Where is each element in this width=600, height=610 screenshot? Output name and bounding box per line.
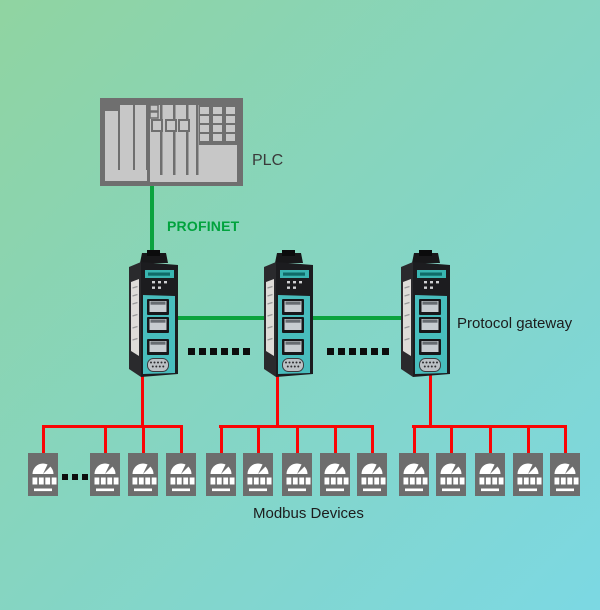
modbus-device-icon	[550, 453, 580, 496]
modbus-device-icon	[90, 453, 120, 496]
modbus-drop-line	[370, 425, 374, 455]
gateway-ellipsis-dots	[327, 348, 389, 355]
protocol-gateway-icon	[393, 250, 457, 380]
modbus-drop-line	[141, 425, 145, 455]
modbus-device-icon	[282, 453, 312, 496]
device-ellipsis-dots	[62, 474, 88, 480]
modbus-drop-line	[256, 425, 260, 455]
modbus-device-icon	[28, 453, 58, 496]
modbus-drop-line	[412, 425, 416, 455]
modbus-bus-line	[42, 425, 183, 428]
modbus-device-icon	[399, 453, 429, 496]
modbus-device-icon	[513, 453, 543, 496]
profinet-label: PROFINET	[167, 218, 240, 234]
modbus-device-icon	[436, 453, 466, 496]
plc-icon	[100, 98, 243, 186]
modbus-devices-label: Modbus Devices	[253, 505, 364, 522]
plc-label: PLC	[252, 152, 284, 169]
protocol-gateway-icon	[256, 250, 320, 380]
modbus-drop-line	[219, 425, 223, 455]
protocol-gateway-icon	[121, 250, 185, 380]
modbus-device-icon	[128, 453, 158, 496]
modbus-drop-line	[179, 425, 183, 455]
modbus-trunk-line	[275, 374, 279, 428]
modbus-drop-line	[103, 425, 107, 455]
modbus-drop-line	[333, 425, 337, 455]
modbus-trunk-line	[428, 374, 432, 428]
modbus-drop-line	[449, 425, 453, 455]
modbus-drop-line	[488, 425, 492, 455]
modbus-drop-line	[41, 425, 45, 455]
profinet-vertical-line	[150, 186, 154, 258]
modbus-device-icon	[357, 453, 387, 496]
modbus-drop-line	[563, 425, 567, 455]
modbus-device-icon	[206, 453, 236, 496]
modbus-device-icon	[475, 453, 505, 496]
modbus-device-icon	[166, 453, 196, 496]
gateway-ellipsis-dots	[188, 348, 250, 355]
modbus-drop-line	[295, 425, 299, 455]
modbus-device-icon	[320, 453, 350, 496]
modbus-trunk-line	[140, 374, 144, 428]
modbus-device-icon	[243, 453, 273, 496]
protocol-gateway-label: Protocol gateway	[457, 315, 573, 332]
modbus-drop-line	[526, 425, 530, 455]
